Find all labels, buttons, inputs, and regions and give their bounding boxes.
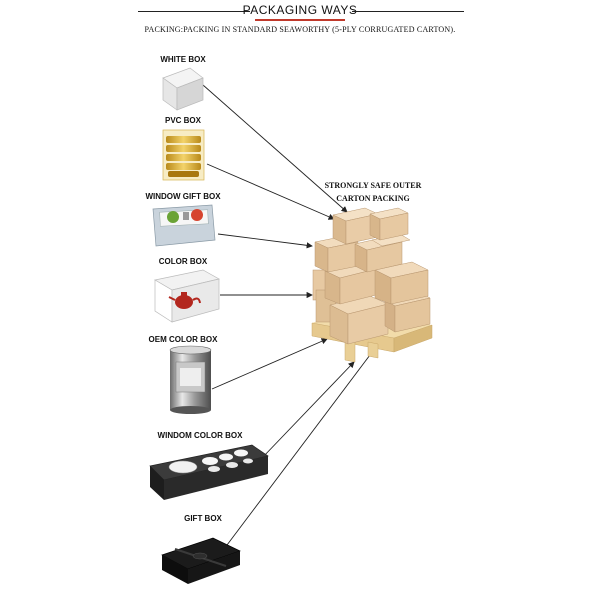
label-pvc-box: PVC BOX <box>164 116 201 125</box>
white-box-image <box>162 67 204 111</box>
label-oem-color-box: OEM COLOR BOX <box>148 335 218 344</box>
pallet-title: STRONGLY SAFE OUTER CARTON PACKING <box>318 179 428 205</box>
window-gift-box-image <box>152 204 216 247</box>
label-window-gift-box: WINDOW GIFT BOX <box>145 192 221 201</box>
packing-subtitle: PACKING:PACKING IN STANDARD SEAWORTHY (5… <box>144 25 456 34</box>
pallet-title-line2: CARTON PACKING <box>336 194 410 203</box>
label-gift-box: GIFT BOX <box>184 514 222 523</box>
arrow-white-box <box>202 84 348 213</box>
label-color-box: COLOR BOX <box>158 257 208 266</box>
arrows <box>202 84 377 550</box>
page-title: PACKAGING WAYS <box>242 3 358 17</box>
windom-color-box-image <box>149 444 269 500</box>
gift-box-image <box>161 537 241 584</box>
arrow-oem-color-box <box>211 338 328 390</box>
arrow-window-gift-box <box>217 233 313 249</box>
carton-pallet-image <box>311 207 433 363</box>
label-windom-color-box: WINDOM COLOR BOX <box>157 431 243 440</box>
arrow-pvc-box <box>206 163 335 220</box>
label-white-box: WHITE BOX <box>160 55 206 64</box>
color-box-image <box>154 269 220 323</box>
header-divider-right <box>352 11 464 12</box>
pvc-box-image <box>162 129 205 181</box>
title-underline <box>255 19 345 21</box>
pallet-title-line1: STRONGLY SAFE OUTER <box>324 181 422 190</box>
arrow-gift-box <box>223 346 377 550</box>
arrow-windom-color-box <box>261 361 355 459</box>
oem-color-box-image <box>169 345 212 414</box>
header-divider-left <box>138 11 250 12</box>
